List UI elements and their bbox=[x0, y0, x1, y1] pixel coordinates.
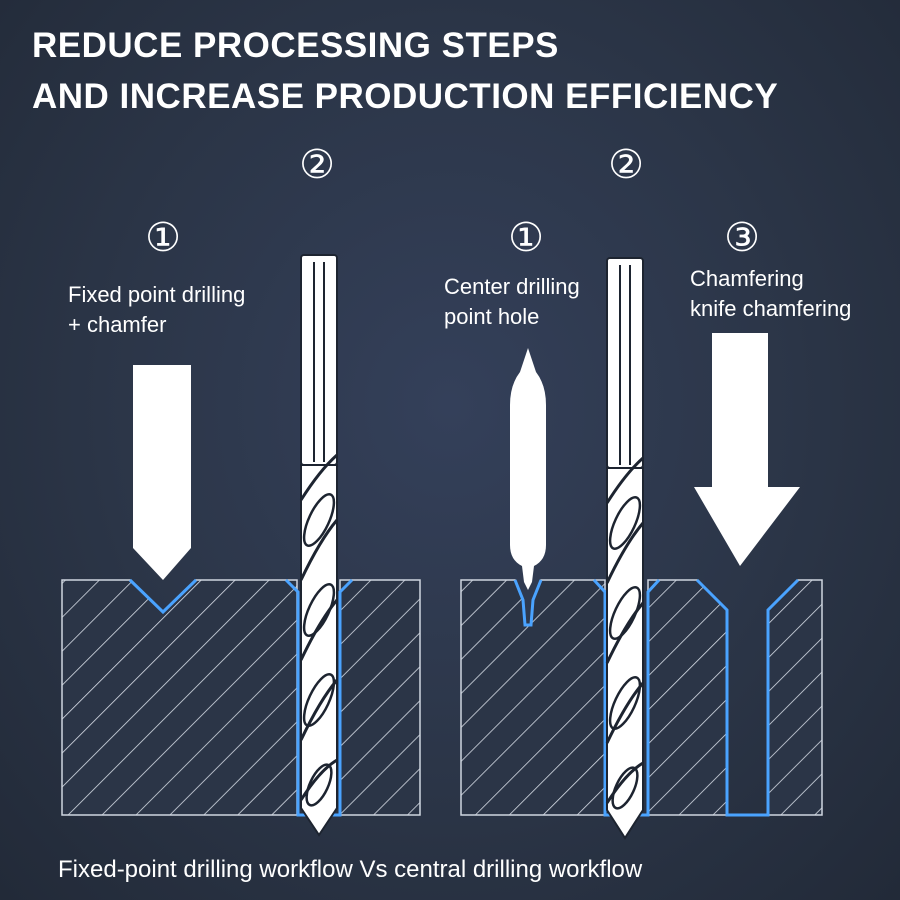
left-step-1-label-line-1: Fixed point drilling bbox=[68, 282, 246, 307]
right-step-3-label-line-1: Chamfering bbox=[690, 266, 804, 291]
right-step-1-label-line-1: Center drilling bbox=[444, 274, 580, 299]
left-twist-drill bbox=[299, 254, 339, 837]
right-step-3-label-line-2: knife chamfering bbox=[690, 296, 852, 321]
right-step-2-number: ② bbox=[608, 143, 644, 187]
right-twist-drill bbox=[605, 257, 645, 840]
chamfering-arrow bbox=[694, 333, 800, 566]
left-step-2-number: ② bbox=[299, 143, 335, 187]
title-line-1: REDUCE PROCESSING STEPS bbox=[32, 26, 559, 65]
left-step-1-label-line-2: + chamfer bbox=[68, 312, 167, 337]
title-line-2: AND INCREASE PRODUCTION EFFICIENCY bbox=[32, 77, 779, 116]
right-workpiece bbox=[460, 578, 823, 817]
left-step-1-number: ① bbox=[145, 216, 181, 260]
fixed-point-drill-tool bbox=[133, 365, 191, 580]
center-drill-tool bbox=[510, 348, 546, 590]
right-step-1-label-line-2: point hole bbox=[444, 304, 540, 329]
left-workpiece bbox=[61, 578, 421, 817]
right-step-3-number: ③ bbox=[724, 216, 760, 260]
right-step-1-number: ① bbox=[508, 216, 544, 260]
diagram-caption: Fixed-point drilling workflow Vs central… bbox=[58, 856, 643, 883]
